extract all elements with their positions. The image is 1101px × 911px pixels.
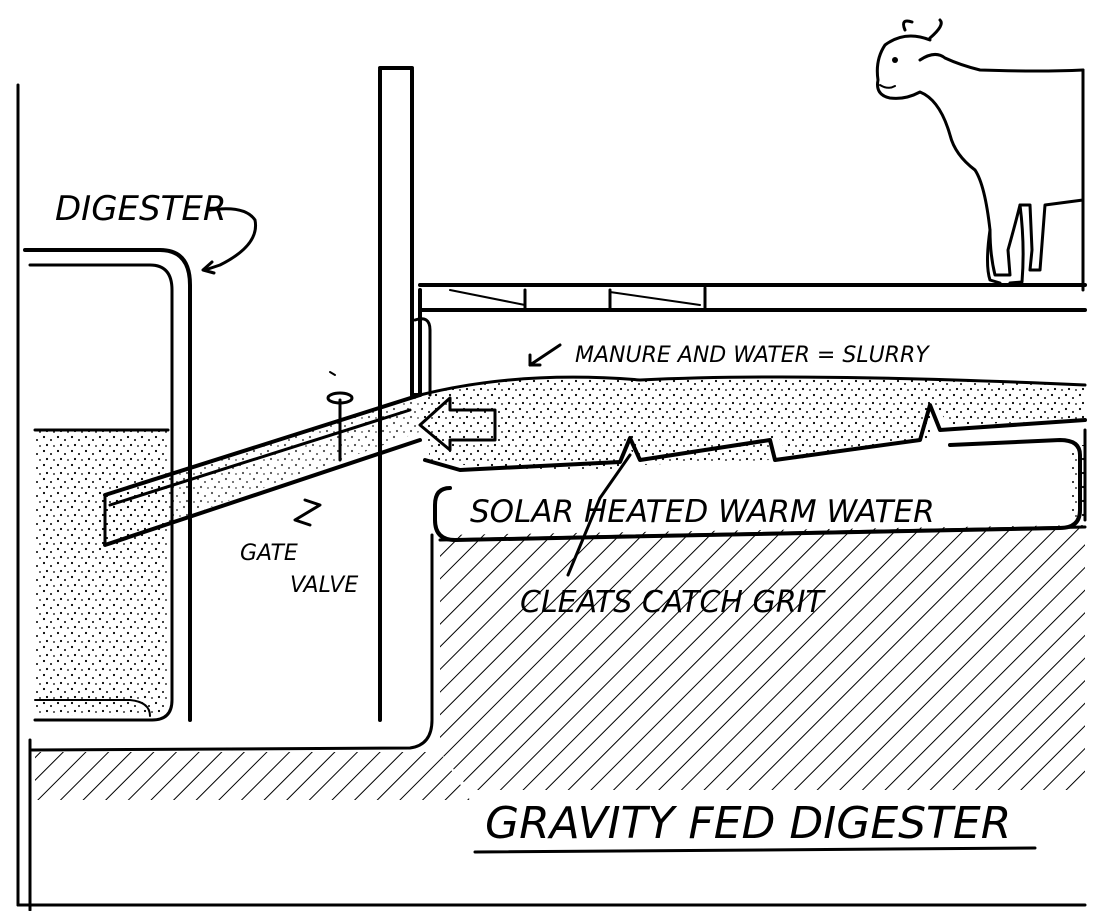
flow-arrow-icon — [418, 396, 497, 452]
gate-valve-label-line1: GATE — [240, 541, 298, 566]
gate-valve-handle — [326, 371, 354, 462]
slurry-channel — [413, 317, 1087, 522]
ground-hatching — [28, 525, 1087, 911]
solar-water-chamber — [433, 438, 1085, 542]
cow-icon — [875, 18, 1085, 285]
vertical-wall — [378, 66, 422, 722]
title-underline — [473, 846, 1037, 854]
gate-valve-pointer — [293, 498, 322, 527]
gate-valve-label-line2: VALVE — [290, 573, 358, 598]
cleats-pointer — [566, 453, 632, 577]
cleats-label: CLEATS CATCH GRIT — [520, 585, 826, 620]
digester-pointer — [201, 207, 258, 275]
frame — [16, 68, 1087, 907]
digester-label: DIGESTER — [55, 189, 227, 229]
feed-pipe — [103, 393, 425, 547]
solar-water-label: SOLAR HEATED WARM WATER — [470, 494, 935, 530]
slurry-pointer — [528, 343, 562, 367]
barn-floor — [418, 283, 1087, 312]
slurry-label: MANURE AND WATER = SLURRY — [575, 343, 930, 368]
diagram-title: GRAVITY FED DIGESTER — [485, 798, 1011, 849]
